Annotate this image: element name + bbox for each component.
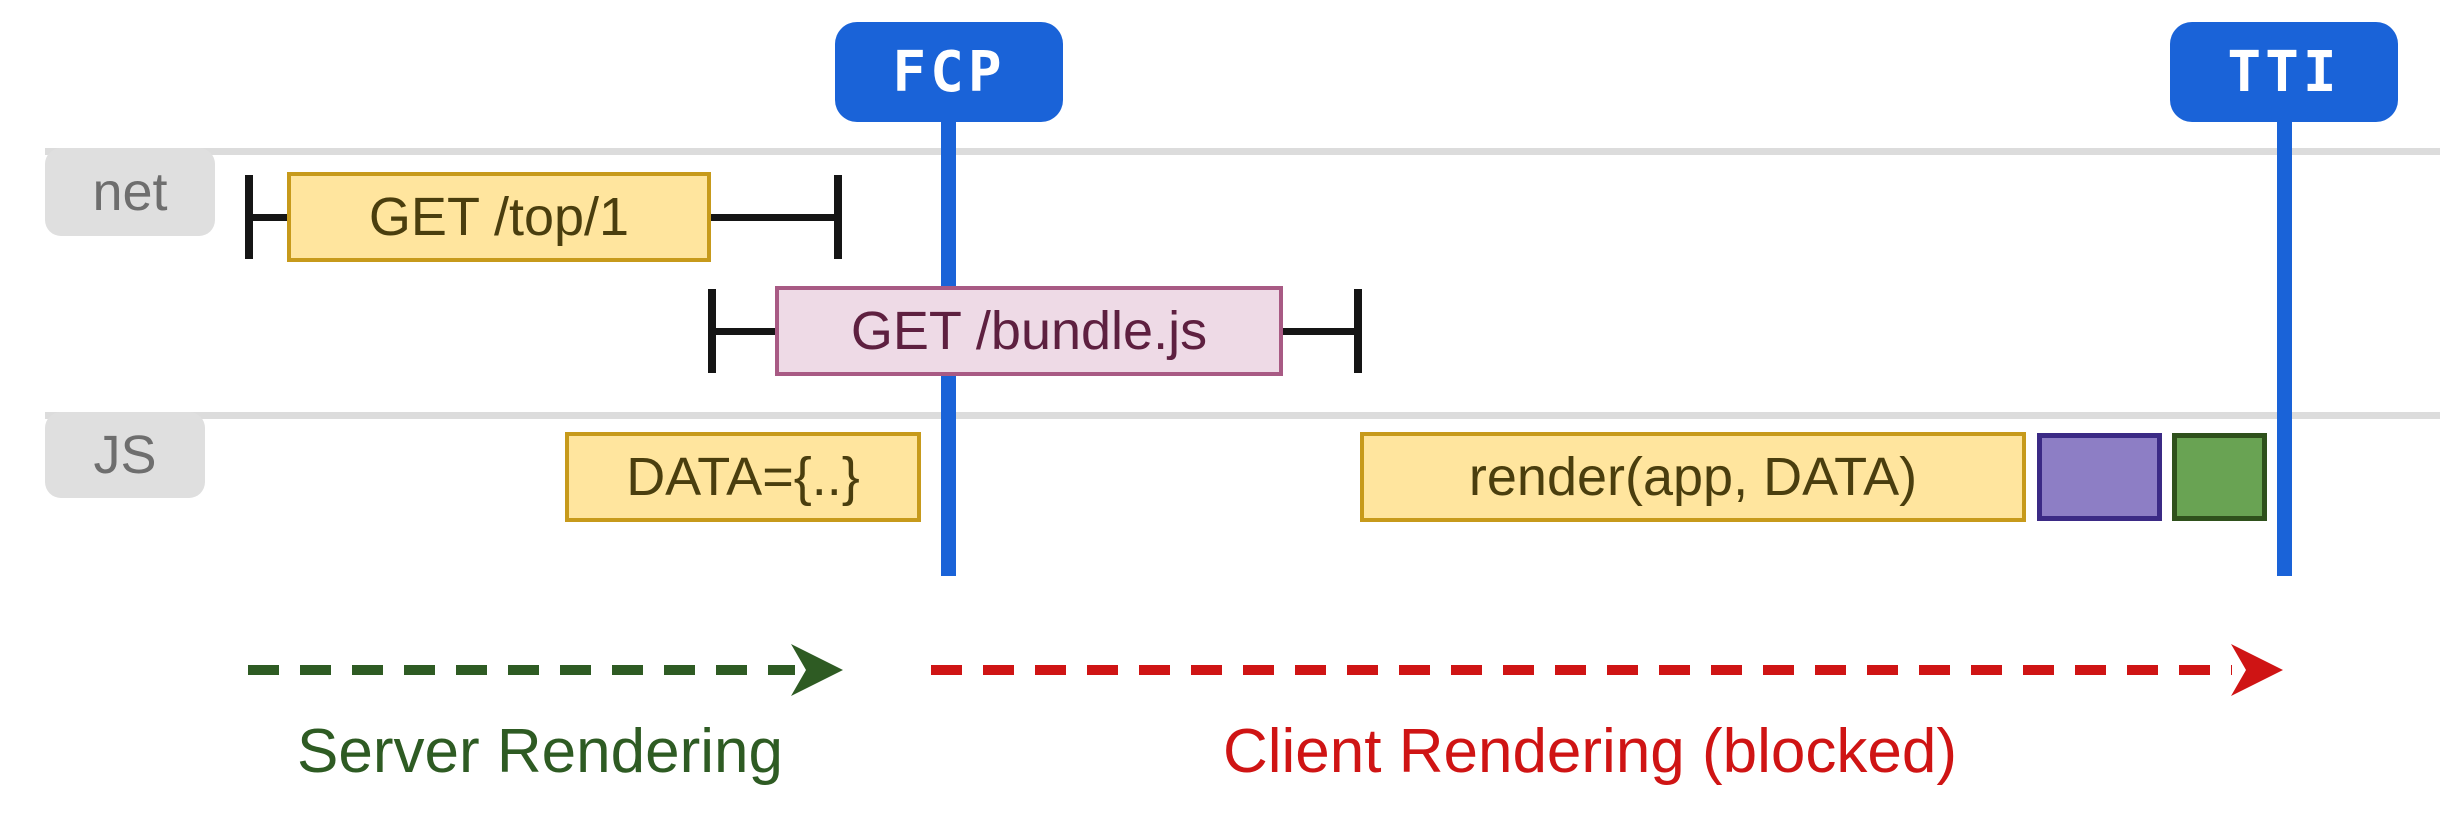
net-row-label: net bbox=[45, 148, 215, 236]
task-box-get-top: GET /top/1 bbox=[287, 172, 711, 262]
task-box-get-bundle: GET /bundle.js bbox=[775, 286, 1283, 376]
get-top-end-tick bbox=[834, 175, 842, 259]
net-row-label-text: net bbox=[92, 162, 168, 222]
js-row-line bbox=[45, 412, 2440, 419]
tti-badge: TTI bbox=[2170, 22, 2398, 122]
client-rendering-label: Client Rendering (blocked) bbox=[1222, 717, 1958, 786]
tti-marker-line bbox=[2277, 118, 2292, 576]
js-row-label: JS bbox=[45, 412, 205, 498]
phase-arrows bbox=[248, 644, 2283, 696]
fcp-badge: FCP bbox=[835, 22, 1063, 122]
task-box-green bbox=[2172, 433, 2267, 521]
get-bundle-left-whisker bbox=[708, 328, 779, 335]
task-box-data: DATA={..} bbox=[565, 432, 921, 522]
task-box-purple bbox=[2037, 433, 2162, 521]
server-rendering-label: Server Rendering bbox=[297, 717, 783, 786]
net-row-line bbox=[45, 148, 2440, 155]
task-label-render: render(app, DATA) bbox=[1468, 447, 1918, 507]
get-bundle-end-tick bbox=[1354, 289, 1362, 373]
get-bundle-right-whisker bbox=[1283, 328, 1360, 335]
server-rendering-arrowhead bbox=[791, 644, 843, 696]
get-top-left-whisker bbox=[245, 214, 291, 221]
task-label-get-top: GET /top/1 bbox=[368, 187, 630, 247]
task-label-data: DATA={..} bbox=[626, 447, 860, 507]
task-box-render: render(app, DATA) bbox=[1360, 432, 2026, 522]
client-rendering-arrowhead bbox=[2231, 644, 2283, 696]
js-row-label-text: JS bbox=[93, 425, 157, 485]
task-label-get-bundle: GET /bundle.js bbox=[850, 301, 1208, 361]
get-top-right-whisker bbox=[711, 214, 840, 221]
